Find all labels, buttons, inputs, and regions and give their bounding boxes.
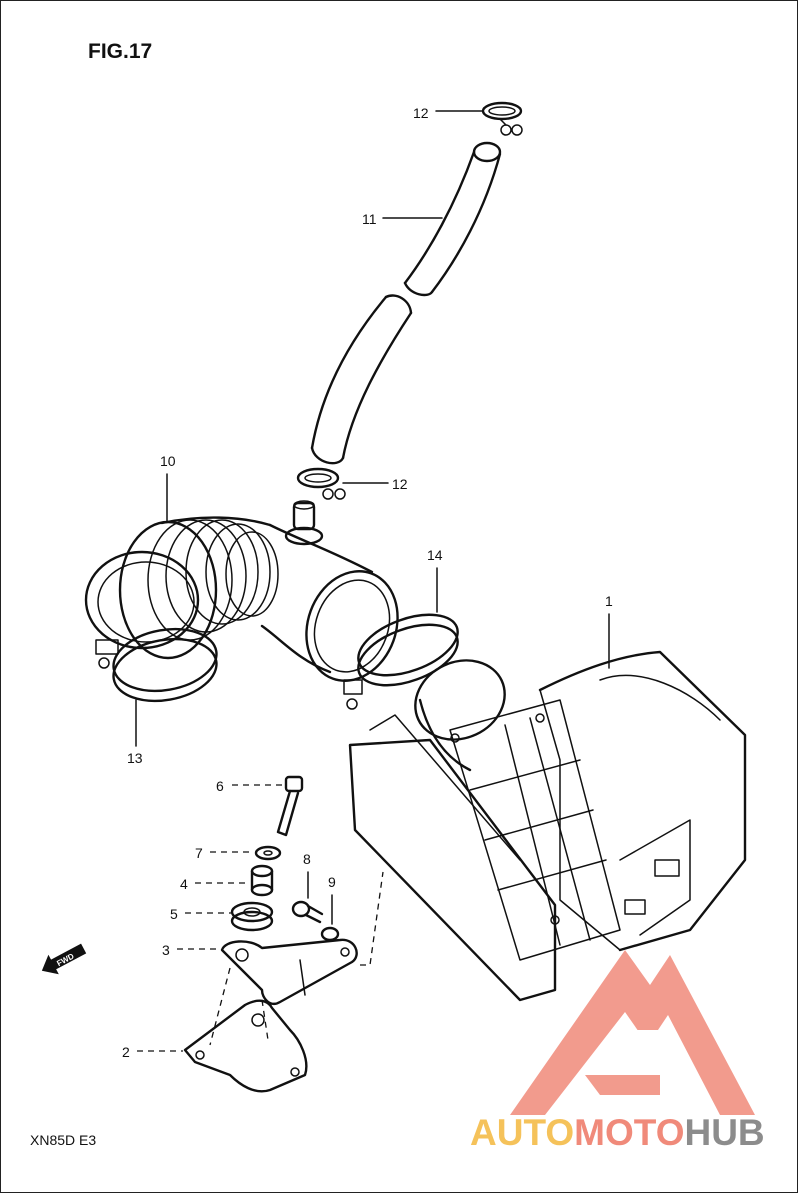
part-14-clamp-band	[343, 613, 459, 710]
part-4-collar	[250, 864, 274, 897]
part-6-bolt	[276, 775, 304, 837]
callout-12-lower: 12	[392, 476, 408, 492]
callout-6: 6	[216, 778, 224, 794]
callout-3: 3	[162, 942, 170, 958]
watermark-text: AUTOMOTOHUB	[470, 1112, 765, 1153]
part-5-grommet	[230, 901, 274, 932]
part-10-intake-boot	[84, 500, 399, 682]
callout-8: 8	[303, 851, 311, 867]
part-8-bolt	[291, 900, 324, 924]
callout-4: 4	[180, 876, 188, 892]
watermark-moto: MOTO	[574, 1112, 684, 1153]
callout-2: 2	[122, 1044, 130, 1060]
callout-13: 13	[127, 750, 143, 766]
part-7-washer	[254, 845, 282, 861]
part-13-hose-clamp	[95, 627, 218, 703]
part-9-washer	[320, 926, 340, 942]
watermark-hub: HUB	[684, 1112, 764, 1153]
callout-14: 14	[427, 547, 443, 563]
part-11-hose	[310, 141, 502, 465]
watermark-logo	[510, 950, 755, 1115]
figure-title: FIG.17	[88, 40, 152, 63]
fwd-arrow: FWD	[41, 943, 87, 975]
callout-12-upper: 12	[413, 105, 429, 121]
callout-10: 10	[160, 453, 176, 469]
part-12-upper-clamp	[481, 101, 523, 136]
part-12-lower-clamp	[296, 467, 346, 500]
callout-9: 9	[328, 874, 336, 890]
model-code: XN85D E3	[30, 1132, 96, 1148]
callout-5: 5	[170, 906, 178, 922]
part-3-bracket	[220, 938, 358, 1005]
callout-1: 1	[605, 593, 613, 609]
callout-11: 11	[362, 211, 377, 227]
callout-7: 7	[195, 845, 203, 861]
part-2-mount-plate	[183, 967, 308, 1093]
watermark-auto: AUTO	[470, 1112, 574, 1153]
part-1-air-cleaner-box	[348, 650, 747, 1002]
